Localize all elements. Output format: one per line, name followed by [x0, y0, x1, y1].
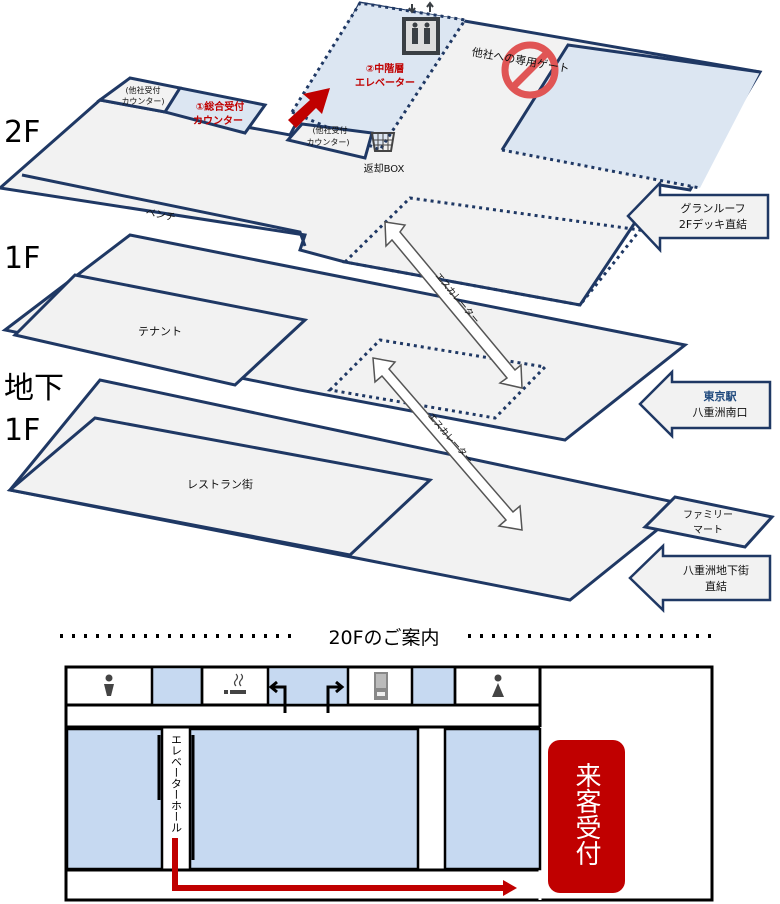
- floor-label-b1-1: 地下: [4, 371, 64, 406]
- floor-label-1f: 1F: [4, 241, 40, 276]
- floor-label-b1-2: 1F: [4, 413, 40, 448]
- entrance-granroof[interactable]: グランルーフ 2Fデッキ直結: [628, 183, 768, 250]
- floor-label-2f: 2F: [4, 115, 40, 150]
- entrance-yaesu-south-label-1: 東京駅: [704, 389, 737, 403]
- floor-20f-map: 20Fのご案内 エレベーターホール 来客受付: [60, 627, 716, 900]
- familymart-label-2: マート: [693, 525, 723, 536]
- main-counter-label-2: カウンター: [193, 115, 243, 127]
- elevator-hall-label: エレベーターホール: [170, 734, 183, 833]
- mid-elevator-label-2: エレベーター: [355, 77, 415, 89]
- main-counter-label-1: ①総合受付: [196, 100, 244, 113]
- other-counter-1-label-2: カウンター): [121, 97, 164, 106]
- vending-machine-icon: [374, 672, 388, 700]
- office-block-right: [445, 729, 540, 869]
- tenant-label: テナント: [138, 325, 182, 338]
- entrance-yaesu-south-label-2: 八重洲南口: [693, 405, 748, 419]
- entrance-yaesu-underground-label-1: 八重洲地下街: [683, 563, 749, 577]
- office-block-left: [67, 729, 162, 869]
- entrance-yaesu-south[interactable]: 東京駅 八重洲南口: [640, 372, 770, 436]
- other-counter-2-label-1: (他社受付: [312, 125, 347, 135]
- restaurant-label: レストラン街: [187, 477, 253, 491]
- entrance-yaesu-underground-label-2: 直結: [705, 579, 727, 593]
- entrance-granroof-label-1: グランルーフ: [680, 201, 745, 215]
- entrance-granroof-label-2: 2Fデッキ直結: [679, 217, 747, 231]
- room-blue-2: [412, 667, 455, 705]
- other-counter-1-label-1: (他社受付: [125, 85, 160, 95]
- floor-20f-title: 20Fのご案内: [328, 627, 439, 649]
- office-block-center: [190, 729, 418, 869]
- other-counter-2-label-2: カウンター): [306, 138, 349, 147]
- return-box-label: 返却BOX: [364, 163, 405, 175]
- room-blue-1: [152, 667, 202, 705]
- mid-elevator-label-1: ②中階層: [366, 62, 404, 75]
- familymart-label-1: ファミリー: [683, 510, 733, 521]
- entrance-yaesu-underground[interactable]: 八重洲地下街 直結: [630, 546, 770, 610]
- reception-label: 来客受付: [571, 762, 601, 866]
